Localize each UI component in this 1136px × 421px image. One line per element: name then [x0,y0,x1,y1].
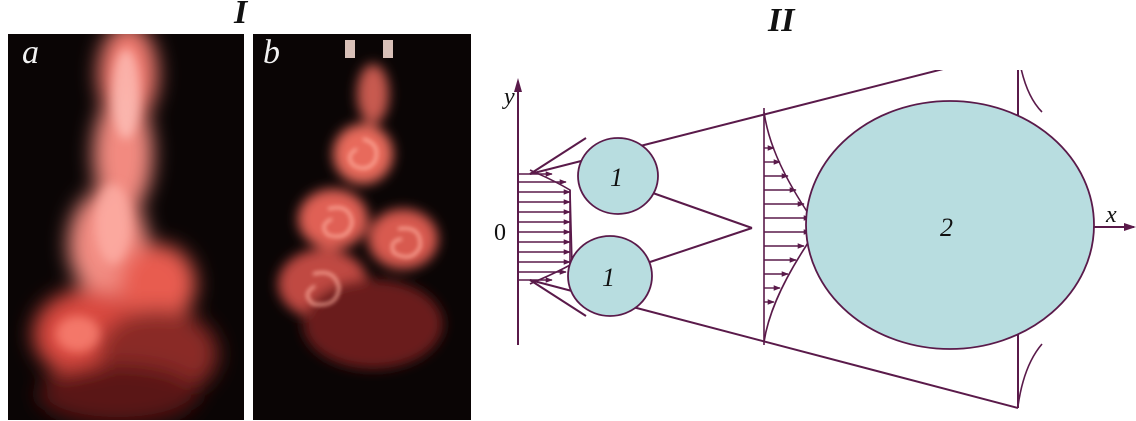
x-axis-label: x [1105,202,1117,228]
vortex-upper-label: 1 [610,163,623,192]
x-axis [1090,223,1136,231]
right-velocity-profile [1017,70,1043,407]
smoke-photo-b: b [253,34,471,420]
smoke-photo-a: a [8,34,244,420]
photo-b-label: b [263,34,280,71]
vortex-flow-diagram: y x 0 1 [494,70,1136,409]
initial-velocity-profile [529,169,573,285]
vortex-lower-small: 1 [567,235,653,317]
y-axis-label: y [502,84,515,110]
vortex-lower-label: 1 [602,263,615,292]
smoke-plume-image-a [33,34,218,420]
y-axis [514,78,522,345]
vortex-large: 2 [805,100,1095,350]
panel-I-title: I [234,0,248,31]
vortex-large-label: 2 [940,213,953,242]
smoke-vortex-image-b [278,40,443,369]
middle-velocity-profile [763,108,813,345]
panel-II-title: II [768,2,795,39]
photo-a-label: a [22,34,39,71]
middle-velocity-arrows [764,145,811,305]
origin-label: 0 [494,220,506,246]
initial-velocity-arrows [518,171,571,283]
vortex-upper-small: 1 [577,137,659,215]
